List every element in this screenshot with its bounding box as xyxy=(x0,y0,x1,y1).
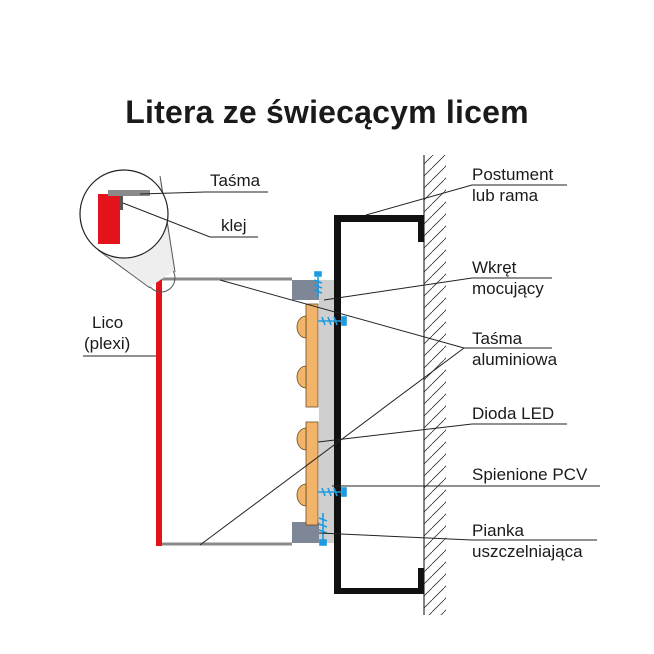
label-wkret-line1: Wkręt xyxy=(472,258,517,277)
label-spienione-pcv: Spienione PCV xyxy=(472,465,588,484)
leader-lines xyxy=(83,184,600,546)
foam-top xyxy=(292,280,319,300)
screws xyxy=(313,271,347,546)
diagram-title: Litera ze świecącym licem xyxy=(125,94,529,130)
screw-1 xyxy=(313,271,323,297)
label-postument-line2: lub rama xyxy=(472,186,539,205)
screw-2 xyxy=(318,316,347,326)
label-pianka-line2: uszczelniająca xyxy=(472,542,583,561)
pcv-board xyxy=(319,280,334,543)
label-klej: klej xyxy=(221,216,247,235)
label-postument-line1: Postument xyxy=(472,165,554,184)
screw-3 xyxy=(318,487,347,497)
label-tasma-al-line1: Taśma xyxy=(472,329,523,348)
led-strip-top xyxy=(305,303,319,408)
wall xyxy=(423,155,446,615)
led-domes xyxy=(296,315,307,507)
label-wkret-line2: mocujący xyxy=(472,279,544,298)
label-lico-line1: Lico xyxy=(92,313,123,332)
lico-plexi xyxy=(156,277,162,546)
label-lico-line2: (plexi) xyxy=(84,334,130,353)
label-dioda-led: Dioda LED xyxy=(472,404,554,423)
screw-4 xyxy=(318,513,328,546)
label-tasma-detail: Taśma xyxy=(210,171,261,190)
led-strip-bottom xyxy=(305,421,319,526)
label-tasma-al-line2: aluminiowa xyxy=(472,350,558,369)
detail-magnifier xyxy=(79,169,176,293)
label-pianka-line1: Pianka xyxy=(472,521,525,540)
foam-bottom xyxy=(292,522,319,543)
